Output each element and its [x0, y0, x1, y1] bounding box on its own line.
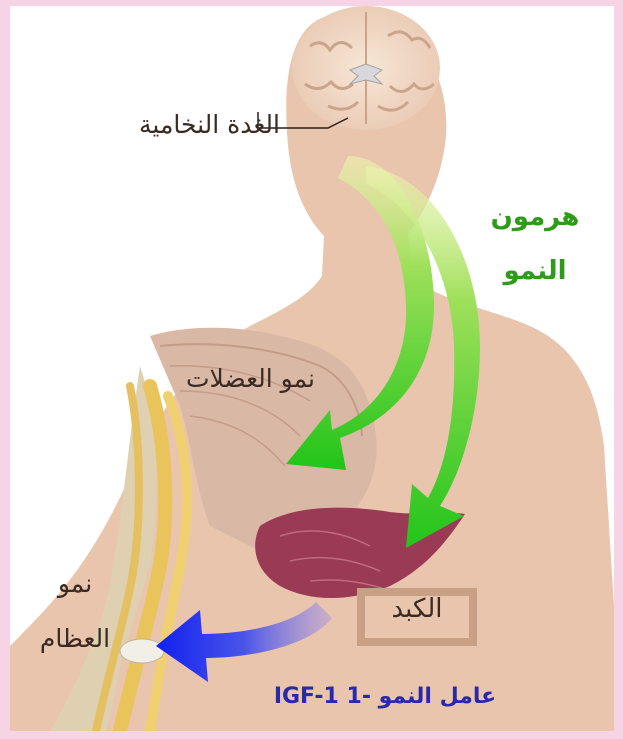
liver-label: الكبد — [362, 594, 472, 624]
bone-growth-label-line2: العظام — [20, 624, 130, 653]
diagram-frame: الغدة النخامية هرمون النمو نمو العضلات ن… — [10, 6, 614, 731]
growth-hormone-label-line2: النمو — [480, 256, 590, 286]
brain-section — [292, 6, 440, 130]
muscle-growth-label: نمو العضلات — [115, 364, 315, 393]
growth-hormone-label-line1: هرمون — [480, 202, 590, 232]
pituitary-label: الغدة النخامية — [30, 110, 280, 139]
igf1-label: عامل النمو -1 IGF-1 — [230, 684, 540, 709]
bone-growth-label-line1: نمو — [20, 569, 130, 598]
